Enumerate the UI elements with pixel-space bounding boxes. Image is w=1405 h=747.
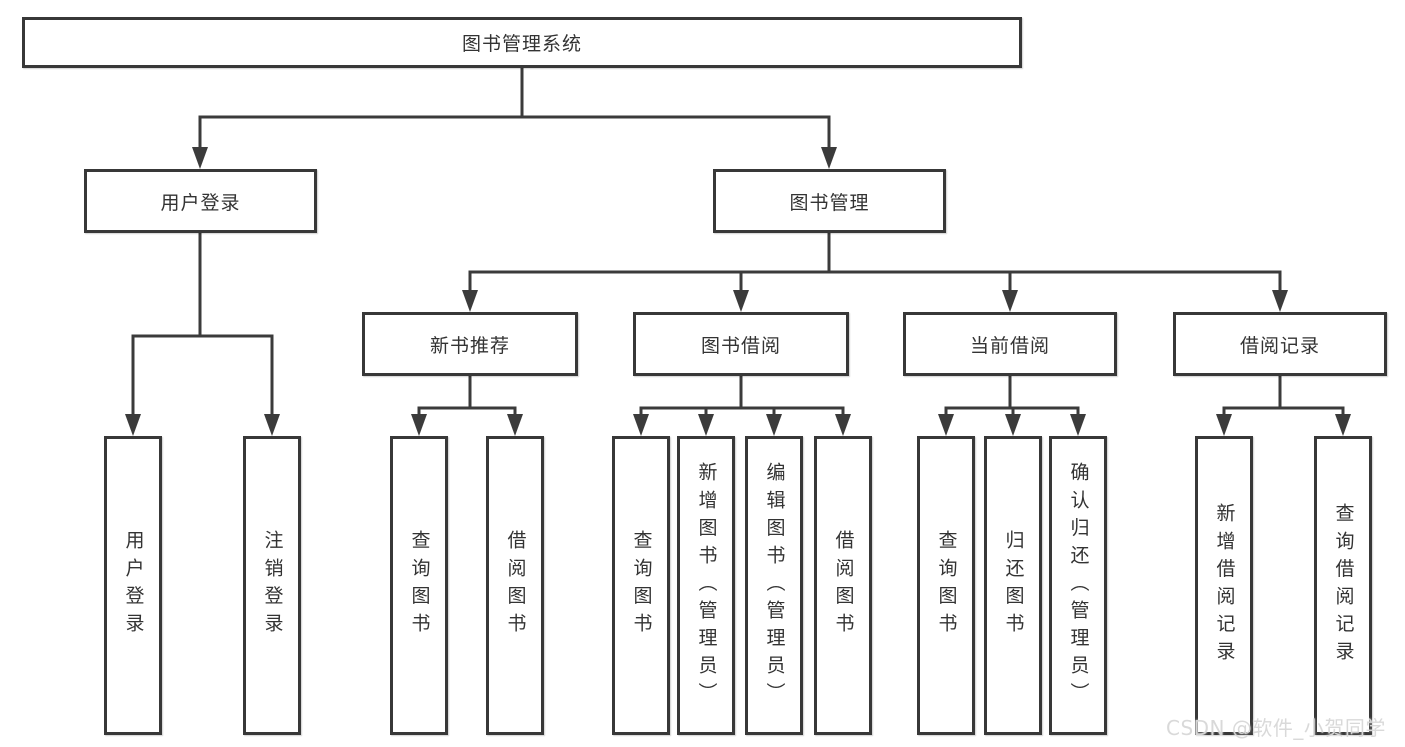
node-current-borrow-label: 当前借阅 bbox=[969, 334, 1050, 357]
leaf-logout-label: 注销登录 bbox=[261, 530, 284, 641]
leaf-recommend-borrow-books: 借阅图书 bbox=[486, 436, 544, 735]
leaf-confirm-return-admin: 确认归还（管理员） bbox=[1049, 436, 1107, 735]
csdn-watermark: CSDN @软件_小贺同学 bbox=[1166, 716, 1386, 740]
leaf-edit-books-admin: 编辑图书（管理员） bbox=[745, 436, 803, 735]
node-book-borrow-label: 图书借阅 bbox=[700, 334, 781, 357]
leaf-current-query-books: 查询图书 bbox=[917, 436, 975, 735]
node-root: 图书管理系统 bbox=[22, 17, 1022, 68]
leaf-user-login-label: 用户登录 bbox=[122, 530, 145, 641]
leaf-query-borrow-record: 查询借阅记录 bbox=[1314, 436, 1372, 735]
leaf-add-borrow-record: 新增借阅记录 bbox=[1195, 436, 1253, 735]
node-current-borrow: 当前借阅 bbox=[903, 312, 1117, 376]
node-borrow-records-label: 借阅记录 bbox=[1239, 334, 1320, 357]
node-book-management-label: 图书管理 bbox=[789, 191, 870, 214]
leaf-add-borrow-record-label: 新增借阅记录 bbox=[1213, 502, 1236, 669]
node-new-book-recommend-label: 新书推荐 bbox=[429, 334, 510, 357]
leaf-recommend-query-books: 查询图书 bbox=[390, 436, 448, 735]
leaf-query-borrow-record-label: 查询借阅记录 bbox=[1332, 502, 1355, 669]
leaf-return-books: 归还图书 bbox=[984, 436, 1042, 735]
leaf-borrow-query-books-label: 查询图书 bbox=[630, 530, 653, 641]
leaf-edit-books-admin-label: 编辑图书（管理员） bbox=[763, 461, 786, 710]
leaf-return-books-label: 归还图书 bbox=[1002, 530, 1025, 641]
node-book-management: 图书管理 bbox=[713, 169, 946, 233]
leaf-confirm-return-admin-label: 确认归还（管理员） bbox=[1067, 461, 1090, 710]
node-borrow-records: 借阅记录 bbox=[1173, 312, 1387, 376]
leaf-add-books-admin-label: 新增图书（管理员） bbox=[695, 461, 718, 710]
leaf-borrow-books-label: 借阅图书 bbox=[832, 530, 855, 641]
leaf-borrow-query-books: 查询图书 bbox=[612, 436, 670, 735]
node-user-login: 用户登录 bbox=[84, 169, 317, 233]
node-book-borrow: 图书借阅 bbox=[633, 312, 849, 376]
leaf-add-books-admin: 新增图书（管理员） bbox=[677, 436, 735, 735]
leaf-current-query-books-label: 查询图书 bbox=[935, 530, 958, 641]
leaf-logout: 注销登录 bbox=[243, 436, 301, 735]
leaf-user-login: 用户登录 bbox=[104, 436, 162, 735]
leaf-borrow-books: 借阅图书 bbox=[814, 436, 872, 735]
node-root-label: 图书管理系统 bbox=[461, 33, 582, 55]
leaf-recommend-borrow-books-label: 借阅图书 bbox=[504, 530, 527, 641]
node-new-book-recommend: 新书推荐 bbox=[362, 312, 578, 376]
node-user-login-label: 用户登录 bbox=[160, 191, 241, 214]
leaf-recommend-query-books-label: 查询图书 bbox=[408, 530, 431, 641]
